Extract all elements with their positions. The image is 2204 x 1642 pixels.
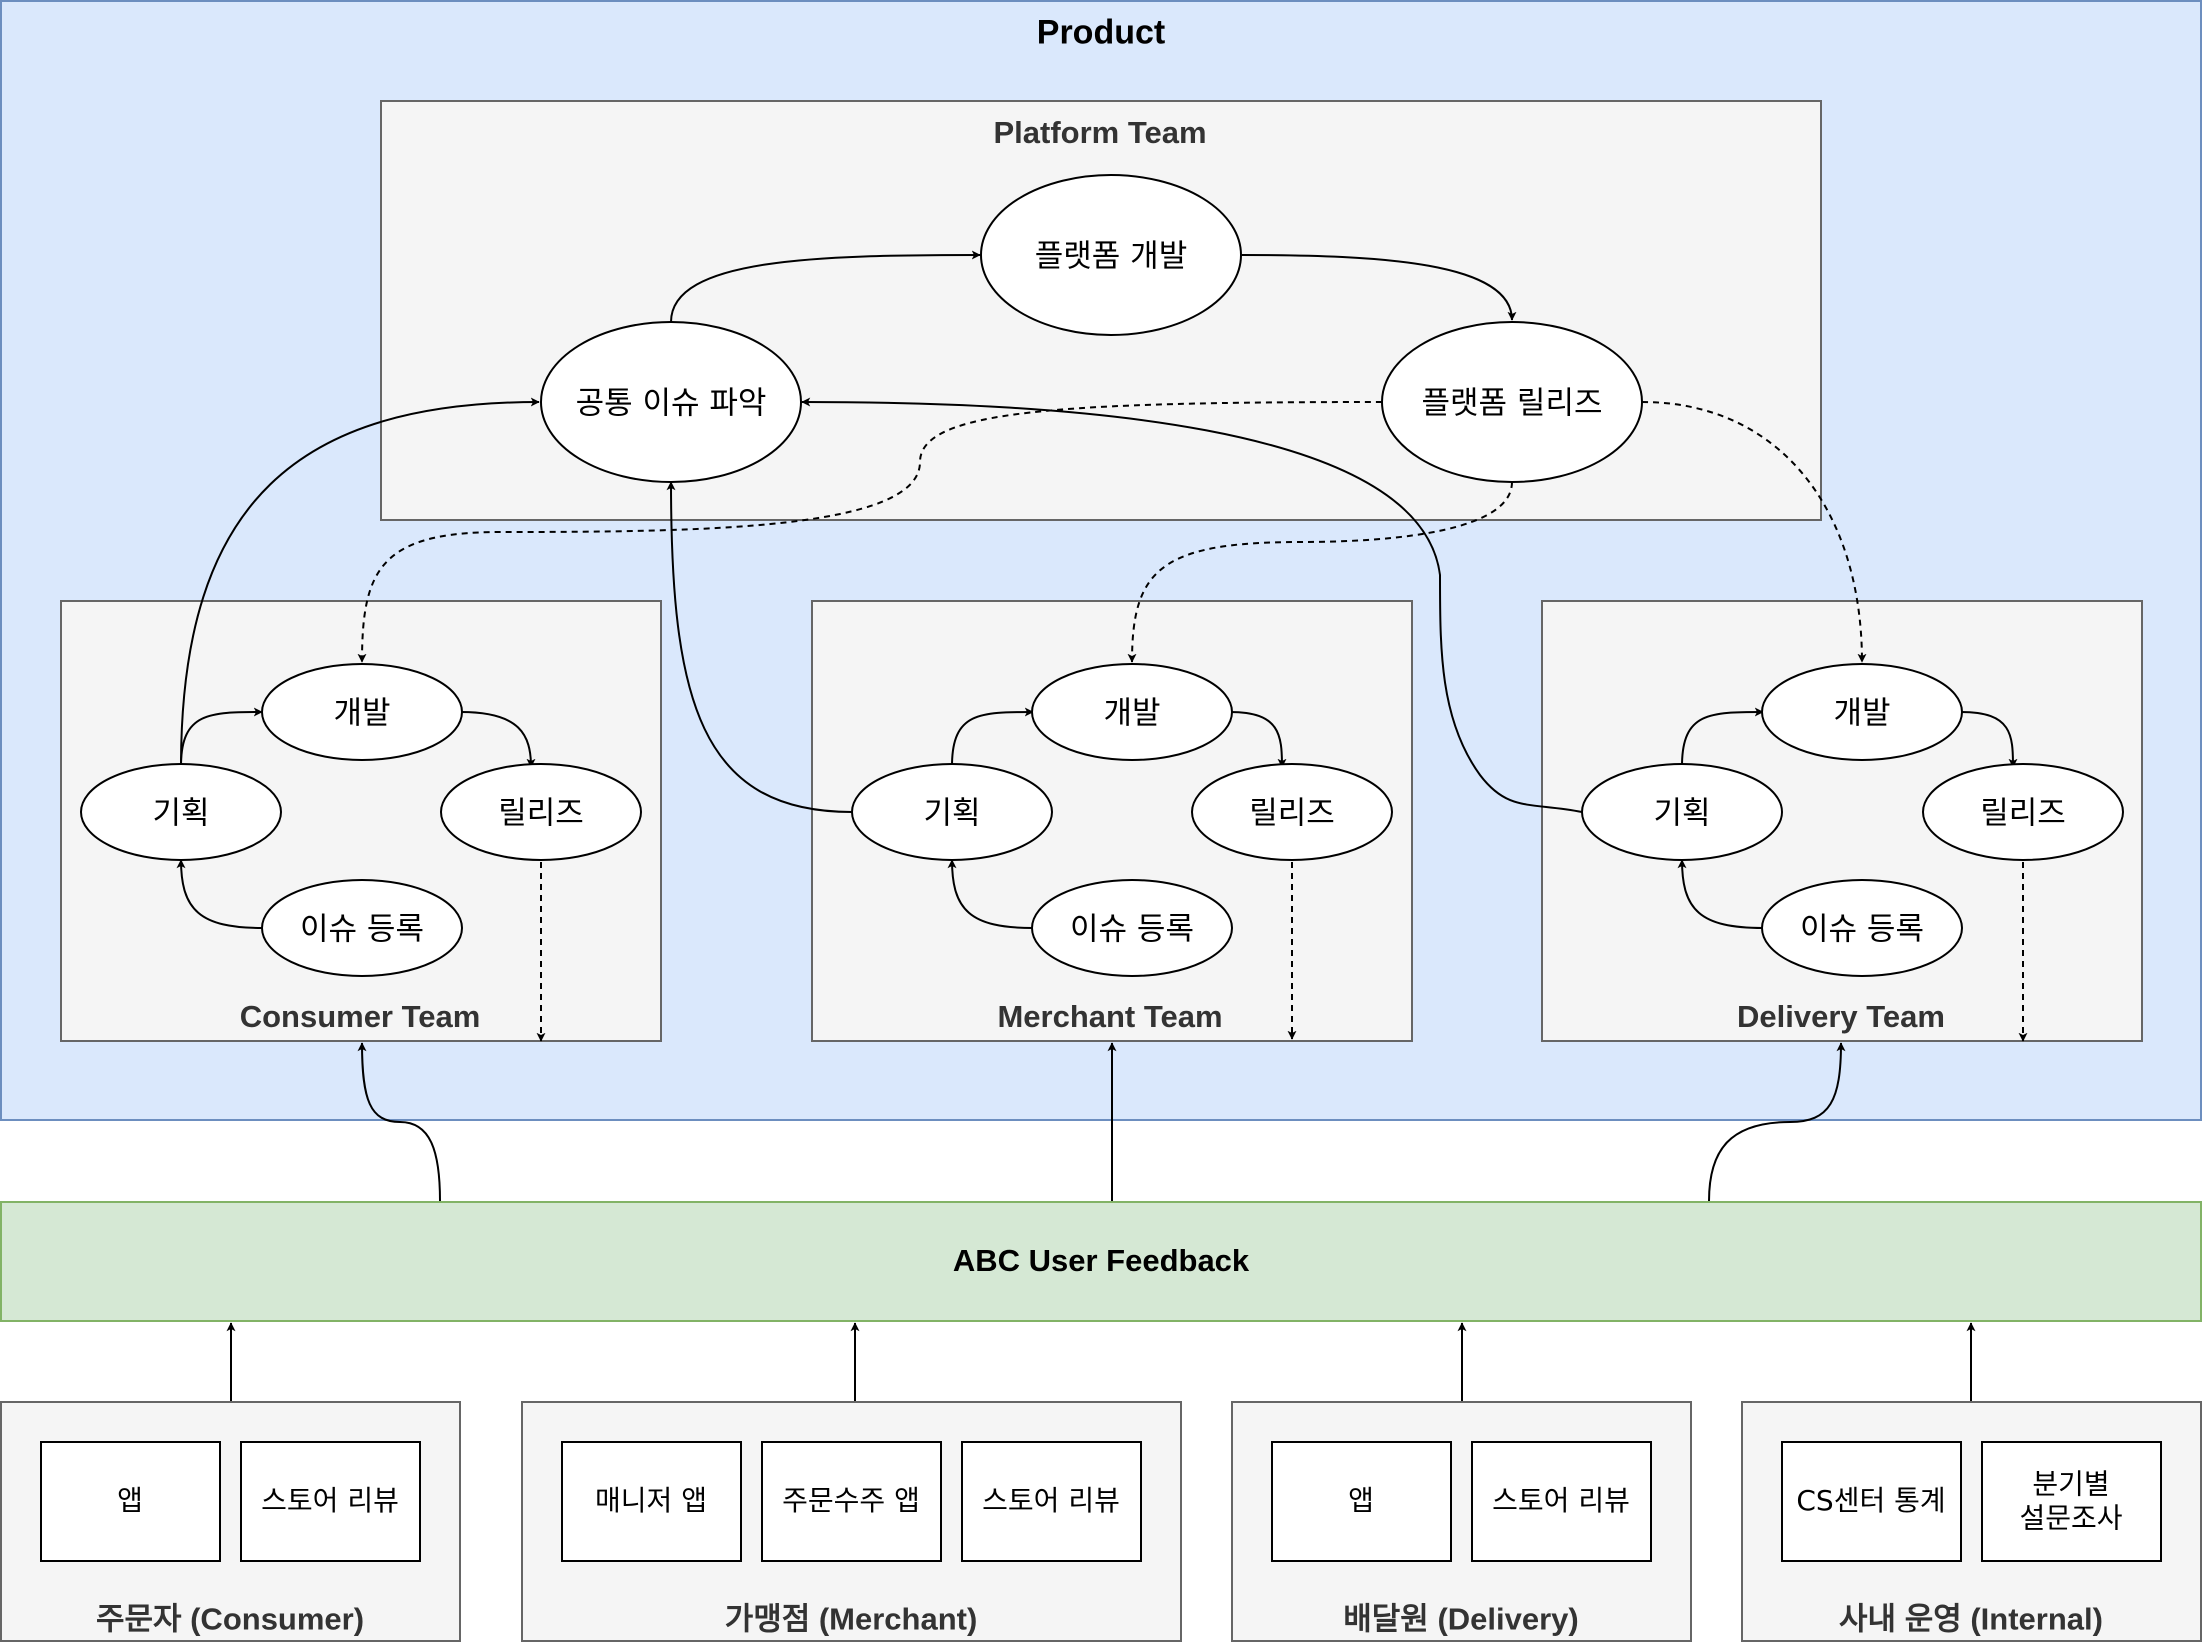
delivery-release-label: 릴리즈 [1980, 795, 2066, 832]
feedback-container [0, 1201, 2202, 1322]
merchant-dev-label: 개발 [1103, 695, 1161, 732]
merchant-release-label: 릴리즈 [1249, 795, 1335, 832]
edge-release-to-delivery-dev [1641, 401, 1867, 663]
platform-issue-node [540, 321, 802, 483]
edge-consumer-plan-to-issue [180, 397, 540, 767]
delivery-dev-label: 개발 [1833, 695, 1891, 732]
source-item-box [1981, 1441, 2162, 1562]
source-item-label: 스토어 리뷰 [982, 1484, 1120, 1518]
merchant-team-title: Merchant Team [997, 999, 1223, 1034]
delivery-team-title: Delivery Team [1737, 999, 1945, 1034]
source-item-label: 매니저 앱 [595, 1484, 707, 1518]
consumer-plan-label: 기획 [152, 795, 210, 832]
edge-merchant-plan-to-issue [666, 481, 853, 813]
platform-dev-node [980, 174, 1242, 336]
source-item-box [761, 1441, 942, 1562]
delivery-issue-label: 이슈 등록 [1800, 911, 1924, 948]
merchant-plan-label: 기획 [923, 795, 981, 832]
edge-delivery-plan-to-issue [801, 397, 1583, 813]
source-item-label: 분기별 설문조사 [2019, 1467, 2123, 1534]
consumer-issue-label: 이슈 등록 [300, 911, 424, 948]
merchant-source-title: 가맹점 (Merchant) [724, 1601, 978, 1637]
consumer-release-label: 릴리즈 [498, 795, 584, 832]
feedback-title: ABC User Feedback [952, 1243, 1250, 1278]
source-item-box [561, 1441, 742, 1562]
platform-issue-label: 공통 이슈 파악 [575, 385, 767, 422]
product-title: Product [1036, 13, 1166, 52]
source-item-box [1271, 1441, 1452, 1562]
delivery-plan-label: 기획 [1653, 795, 1711, 832]
source-item-box [1471, 1441, 1652, 1562]
source-item-box [40, 1441, 221, 1562]
source-item-label: 앱 [117, 1484, 143, 1518]
edge-feedback-to-delivery [1708, 1042, 1846, 1202]
platform-release-node [1381, 321, 1643, 483]
source-item-box [1781, 1441, 1962, 1562]
edge-issue-to-dev [670, 250, 981, 323]
merchant-issue-label: 이슈 등록 [1070, 911, 1194, 948]
internal-source-title: 사내 운영 (Internal) [1839, 1601, 2103, 1637]
edge-feedback-to-consumer [357, 1042, 441, 1202]
source-item-label: CS센터 통계 [1796, 1484, 1946, 1518]
edge-release-to-consumer-dev [357, 401, 1383, 663]
source-item-label: 앱 [1348, 1484, 1374, 1518]
source-item-label: 스토어 리뷰 [1492, 1484, 1630, 1518]
platform-release-label: 플랫폼 릴리즈 [1421, 385, 1603, 422]
source-item-box [240, 1441, 421, 1562]
source-item-box [961, 1441, 1142, 1562]
edge-release-to-merchant-dev [1127, 481, 1513, 663]
source-item-label: 주문수주 앱 [782, 1484, 920, 1518]
consumer-dev-label: 개발 [333, 695, 391, 732]
edge-dev-to-release [1241, 254, 1517, 321]
source-item-label: 스토어 리뷰 [261, 1484, 399, 1518]
platform-dev-label: 플랫폼 개발 [1034, 238, 1188, 275]
platform-team-title: Platform Team [993, 115, 1207, 150]
consumer-source-title: 주문자 (Consumer) [95, 1601, 365, 1637]
consumer-team-title: Consumer Team [239, 999, 481, 1034]
delivery-source-title: 배달원 (Delivery) [1343, 1601, 1579, 1637]
